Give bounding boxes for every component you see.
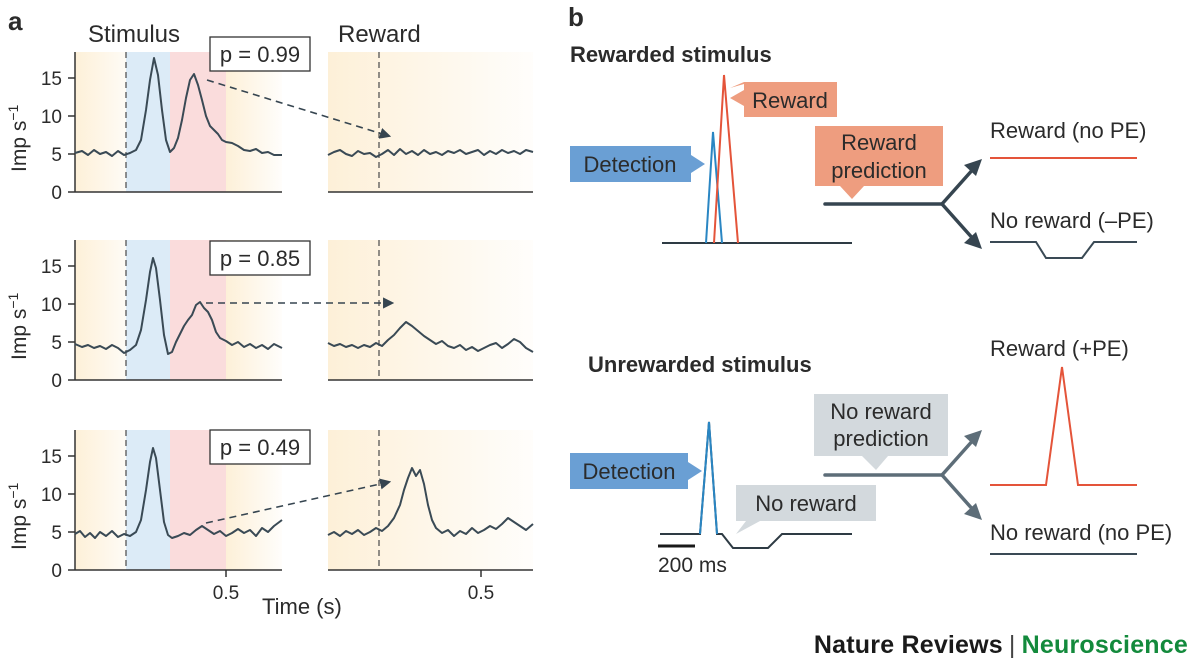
unrewarded-detection-line — [699, 421, 718, 535]
reward-pos-pe-label: Reward (+PE) — [990, 336, 1129, 361]
detection-response-line — [705, 131, 723, 244]
probability-label: p = 0.99 — [220, 42, 300, 67]
reward-prediction-label-1: Reward — [841, 130, 917, 155]
reward-prediction-label-2: prediction — [831, 158, 926, 183]
scale-bar-label: 200 ms — [658, 554, 727, 577]
raster-row-2: 0 5 10 15 Imp s−1 p = 0.85 — [5, 240, 534, 392]
no-reward-neg-pe-label: No reward (–PE) — [990, 208, 1154, 233]
y-tick: 0 — [51, 183, 62, 204]
detection-callout-label: Detection — [584, 152, 677, 177]
reward-window-shade — [328, 430, 533, 570]
reward-callout-label: Reward — [752, 88, 828, 113]
reward-pos-pe-trace — [990, 366, 1137, 486]
y-tick: 5 — [51, 523, 62, 544]
reward-label: Reward — [338, 21, 421, 48]
y-tick: 0 — [51, 561, 62, 582]
firing-rate-trace — [74, 447, 283, 539]
branch-arrow — [823, 165, 977, 243]
probability-label: p = 0.85 — [220, 246, 300, 271]
y-tick: 10 — [41, 485, 62, 506]
reward-window-shade — [328, 52, 533, 192]
firing-rate-trace — [327, 467, 534, 537]
raster-row-1: 0 5 10 15 Imp s−1 p = 0.99 — [5, 36, 534, 204]
unrewarded-stimulus-title: Unrewarded stimulus — [588, 352, 812, 377]
journal-field: Neuroscience — [1021, 631, 1188, 659]
no-reward-callout — [736, 485, 876, 521]
detection-window-shade — [126, 240, 170, 380]
baseline-shade — [75, 240, 126, 380]
y-tick: 10 — [41, 107, 62, 128]
reward-prediction-window-shade — [170, 52, 226, 192]
no-reward-no-pe-label: No reward (no PE) — [990, 520, 1172, 545]
y-axis-label: Imp s−1 — [5, 482, 31, 550]
late-window-shade — [226, 52, 282, 192]
panel-b: b Rewarded stimulus Reward Detection Rew… — [568, 2, 1172, 577]
branch-arrow — [823, 436, 977, 514]
reward-prediction-callout — [815, 126, 943, 186]
journal-footer: Nature Reviews|Neuroscience — [814, 631, 1188, 660]
panel-letter-a: a — [8, 6, 23, 36]
prediction-arrow — [206, 79, 392, 139]
panel-a: a Stimulus Reward Time (s) 0 5 10 15 Imp… — [5, 6, 534, 619]
detection-window-shade — [126, 430, 170, 570]
y-tick: 15 — [41, 447, 62, 468]
raster-row-3: 0 5 10 15 0.5 0.5 Imp s−1 p = 0.49 — [5, 429, 534, 604]
firing-rate-trace — [327, 321, 534, 353]
journal-name: Nature Reviews — [813, 631, 1003, 659]
reward-callout — [744, 82, 837, 117]
no-reward-prediction-callout — [814, 394, 948, 456]
x-axis-label: Time (s) — [262, 594, 342, 619]
y-tick: 15 — [41, 69, 62, 90]
prediction-arrow — [205, 478, 392, 524]
probability-box — [209, 240, 311, 276]
detection-callout — [570, 453, 688, 489]
y-axis-label: Imp s−1 — [5, 292, 31, 360]
detection-callout-label: Detection — [583, 459, 676, 484]
baseline-shade — [75, 430, 126, 570]
reward-window-shade — [328, 240, 533, 380]
firing-rate-trace — [327, 148, 534, 158]
reward-response-line — [713, 74, 739, 244]
stimulus-label: Stimulus — [88, 21, 180, 48]
rewarded-stimulus-title: Rewarded stimulus — [570, 42, 772, 67]
firing-rate-trace — [74, 57, 282, 157]
probability-box — [209, 429, 311, 465]
probability-box — [209, 36, 311, 72]
x-tick: 0.5 — [468, 583, 494, 604]
panel-letter-b: b — [568, 2, 584, 32]
no-reward-prediction-label-1: No reward — [830, 399, 931, 424]
y-axis-label: Imp s−1 — [5, 104, 31, 172]
no-reward-neg-pe-trace — [990, 241, 1137, 259]
y-tick: 5 — [51, 333, 62, 354]
y-tick: 10 — [41, 295, 62, 316]
x-tick: 0.5 — [213, 583, 239, 604]
y-tick: 5 — [51, 145, 62, 166]
reward-no-pe-label: Reward (no PE) — [990, 118, 1147, 143]
no-reward-callout-label: No reward — [755, 491, 856, 516]
y-tick: 15 — [41, 257, 62, 278]
baseline-shade — [75, 52, 126, 192]
probability-label: p = 0.49 — [220, 435, 300, 460]
y-tick: 0 — [51, 371, 62, 392]
footer-separator: | — [1008, 631, 1016, 659]
detection-callout — [570, 146, 691, 182]
firing-rate-trace — [74, 257, 283, 355]
no-reward-prediction-label-2: prediction — [833, 426, 928, 451]
